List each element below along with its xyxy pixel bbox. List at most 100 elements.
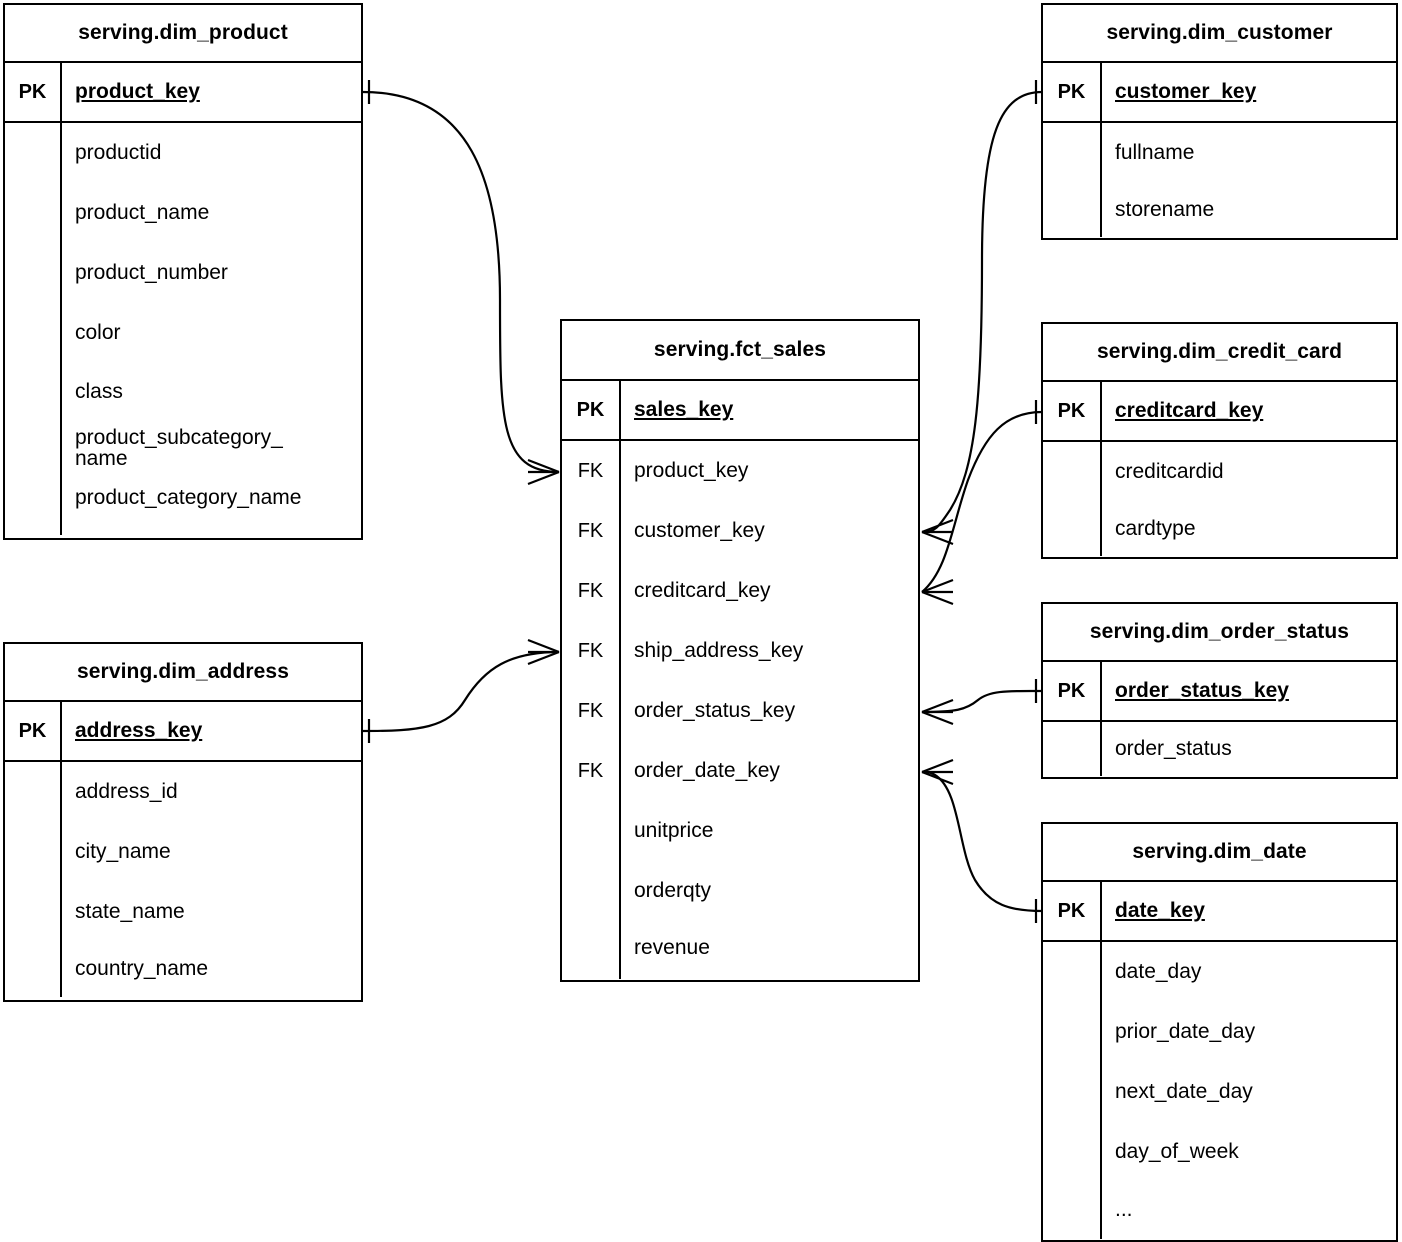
attribute-row: address_id	[75, 779, 178, 803]
attribute-row: prior_date_day	[1115, 1019, 1256, 1043]
attribute-key-column	[1043, 442, 1102, 556]
pk-badge: PK	[1043, 382, 1102, 440]
column-row: ship_address_key	[634, 638, 804, 662]
attribute-row: color	[75, 320, 121, 344]
pk-row: PK product_key	[5, 63, 361, 123]
crow-foot-orderstatus	[921, 698, 954, 726]
pk-column-name: product_key	[75, 80, 200, 103]
entity-dim-address[interactable]: serving.dim_address PK address_key addre…	[3, 642, 363, 1002]
pk-row: PK address_key	[5, 702, 361, 762]
pk-row: PK creditcard_key	[1043, 382, 1396, 442]
attribute-row: order_status	[1115, 736, 1232, 760]
relationship-address-to-sales	[362, 638, 560, 743]
pk-column-name: customer_key	[1115, 80, 1257, 103]
relationship-customer-to-sales	[921, 80, 1043, 546]
column-rows: FK FK FK FK FK FK product_key customer_k…	[562, 441, 918, 979]
attribute-name-column: productid product_name product_number co…	[62, 123, 361, 535]
attribute-row: country_name	[75, 957, 209, 981]
attribute-row: fullname	[1115, 140, 1195, 164]
pk-badge: PK	[1043, 662, 1102, 720]
column-row: product_key	[634, 458, 749, 482]
column-row: creditcard_key	[634, 578, 771, 602]
pk-column-name: sales_key	[634, 398, 734, 421]
entity-title: serving.dim_credit_card	[1043, 324, 1396, 382]
attribute-rows: address_id city_name state_name country_…	[5, 762, 361, 997]
column-row: unitprice	[634, 818, 714, 842]
attribute-key-column	[5, 762, 62, 997]
attribute-row: ...	[1115, 1198, 1133, 1222]
column-row: orderqty	[634, 878, 712, 902]
attribute-row: city_name	[75, 839, 171, 863]
attribute-key-column	[1043, 942, 1102, 1239]
pk-row: PK order_status_key	[1043, 662, 1396, 722]
crow-foot-product	[527, 458, 560, 486]
entity-dim-date[interactable]: serving.dim_date PK date_key date_day pr…	[1041, 822, 1398, 1242]
attribute-row: product_subcategory_	[75, 426, 283, 449]
attribute-rows: date_day prior_date_day next_date_day da…	[1043, 942, 1396, 1239]
entity-title: serving.dim_date	[1043, 824, 1396, 882]
entity-dim-product[interactable]: serving.dim_product PK product_key produ…	[3, 3, 363, 540]
crow-foot-address	[527, 638, 560, 666]
fk-badge: FK	[577, 759, 604, 782]
attribute-rows: order_status	[1043, 722, 1396, 776]
pk-column-name: date_key	[1115, 899, 1205, 922]
attribute-row: productid	[75, 140, 162, 164]
entity-title: serving.dim_product	[5, 5, 361, 63]
pk-badge: PK	[562, 381, 621, 439]
column-row: customer_key	[634, 518, 765, 542]
attribute-row: date_day	[1115, 959, 1202, 983]
pk-row: PK date_key	[1043, 882, 1396, 942]
attribute-rows: productid product_name product_number co…	[5, 123, 361, 535]
fk-badge: FK	[577, 699, 604, 722]
pk-column-name: order_status_key	[1115, 679, 1289, 702]
pk-badge: PK	[5, 702, 62, 760]
crow-foot-date	[921, 758, 954, 786]
pk-badge: PK	[5, 63, 62, 121]
relationship-orderstatus-to-sales	[921, 679, 1043, 726]
entity-dim-customer[interactable]: serving.dim_customer PK customer_key ful…	[1041, 3, 1398, 240]
column-name-column: product_key customer_key creditcard_key …	[621, 441, 918, 979]
fk-key-column: FK FK FK FK FK FK	[562, 441, 621, 979]
column-row: order_date_key	[634, 758, 780, 782]
attribute-key-column	[1043, 123, 1102, 237]
attribute-name-column: address_id city_name state_name country_…	[62, 762, 361, 997]
attribute-row: storename	[1115, 197, 1215, 221]
pk-badge: PK	[1043, 882, 1102, 940]
attribute-key-column	[1043, 722, 1102, 776]
pk-column-name: creditcard_key	[1115, 399, 1264, 422]
fk-badge: FK	[577, 459, 604, 482]
crow-foot-creditcard	[921, 578, 954, 606]
entity-dim-order-status[interactable]: serving.dim_order_status PK order_status…	[1041, 602, 1398, 779]
entity-title: serving.dim_order_status	[1043, 604, 1396, 662]
entity-title: serving.dim_address	[5, 644, 361, 702]
entity-title: serving.dim_customer	[1043, 5, 1396, 63]
attribute-name-column: fullname storename	[1102, 123, 1396, 237]
attribute-row: day_of_week	[1115, 1139, 1239, 1163]
attribute-row: cardtype	[1115, 516, 1196, 540]
fk-badge: FK	[577, 579, 604, 602]
entity-dim-credit-card[interactable]: serving.dim_credit_card PK creditcard_ke…	[1041, 322, 1398, 559]
relationship-product-to-sales	[362, 80, 560, 486]
attribute-key-column	[5, 123, 62, 535]
column-row: order_status_key	[634, 698, 796, 722]
column-row: revenue	[634, 936, 710, 960]
crow-foot-customer	[921, 518, 954, 546]
entity-fct-sales[interactable]: serving.fct_sales PK sales_key FK FK FK …	[560, 319, 920, 982]
attribute-name-column: date_day prior_date_day next_date_day da…	[1102, 942, 1396, 1239]
attribute-name-column: order_status	[1102, 722, 1396, 776]
pk-row: PK sales_key	[562, 381, 918, 441]
relationship-creditcard-to-sales	[921, 400, 1043, 606]
attribute-row: creditcardid	[1115, 459, 1224, 483]
attribute-row: class	[75, 379, 123, 403]
fk-badge: FK	[577, 639, 604, 662]
pk-row: PK customer_key	[1043, 63, 1396, 123]
attribute-row: product_number	[75, 260, 228, 284]
pk-column-name: address_key	[75, 719, 203, 742]
attribute-row: product_category_name	[75, 485, 302, 509]
attribute-row: product_name	[75, 200, 210, 224]
attribute-rows: creditcardid cardtype	[1043, 442, 1396, 556]
entity-title: serving.fct_sales	[562, 321, 918, 381]
attribute-row-continued: name	[75, 446, 128, 470]
